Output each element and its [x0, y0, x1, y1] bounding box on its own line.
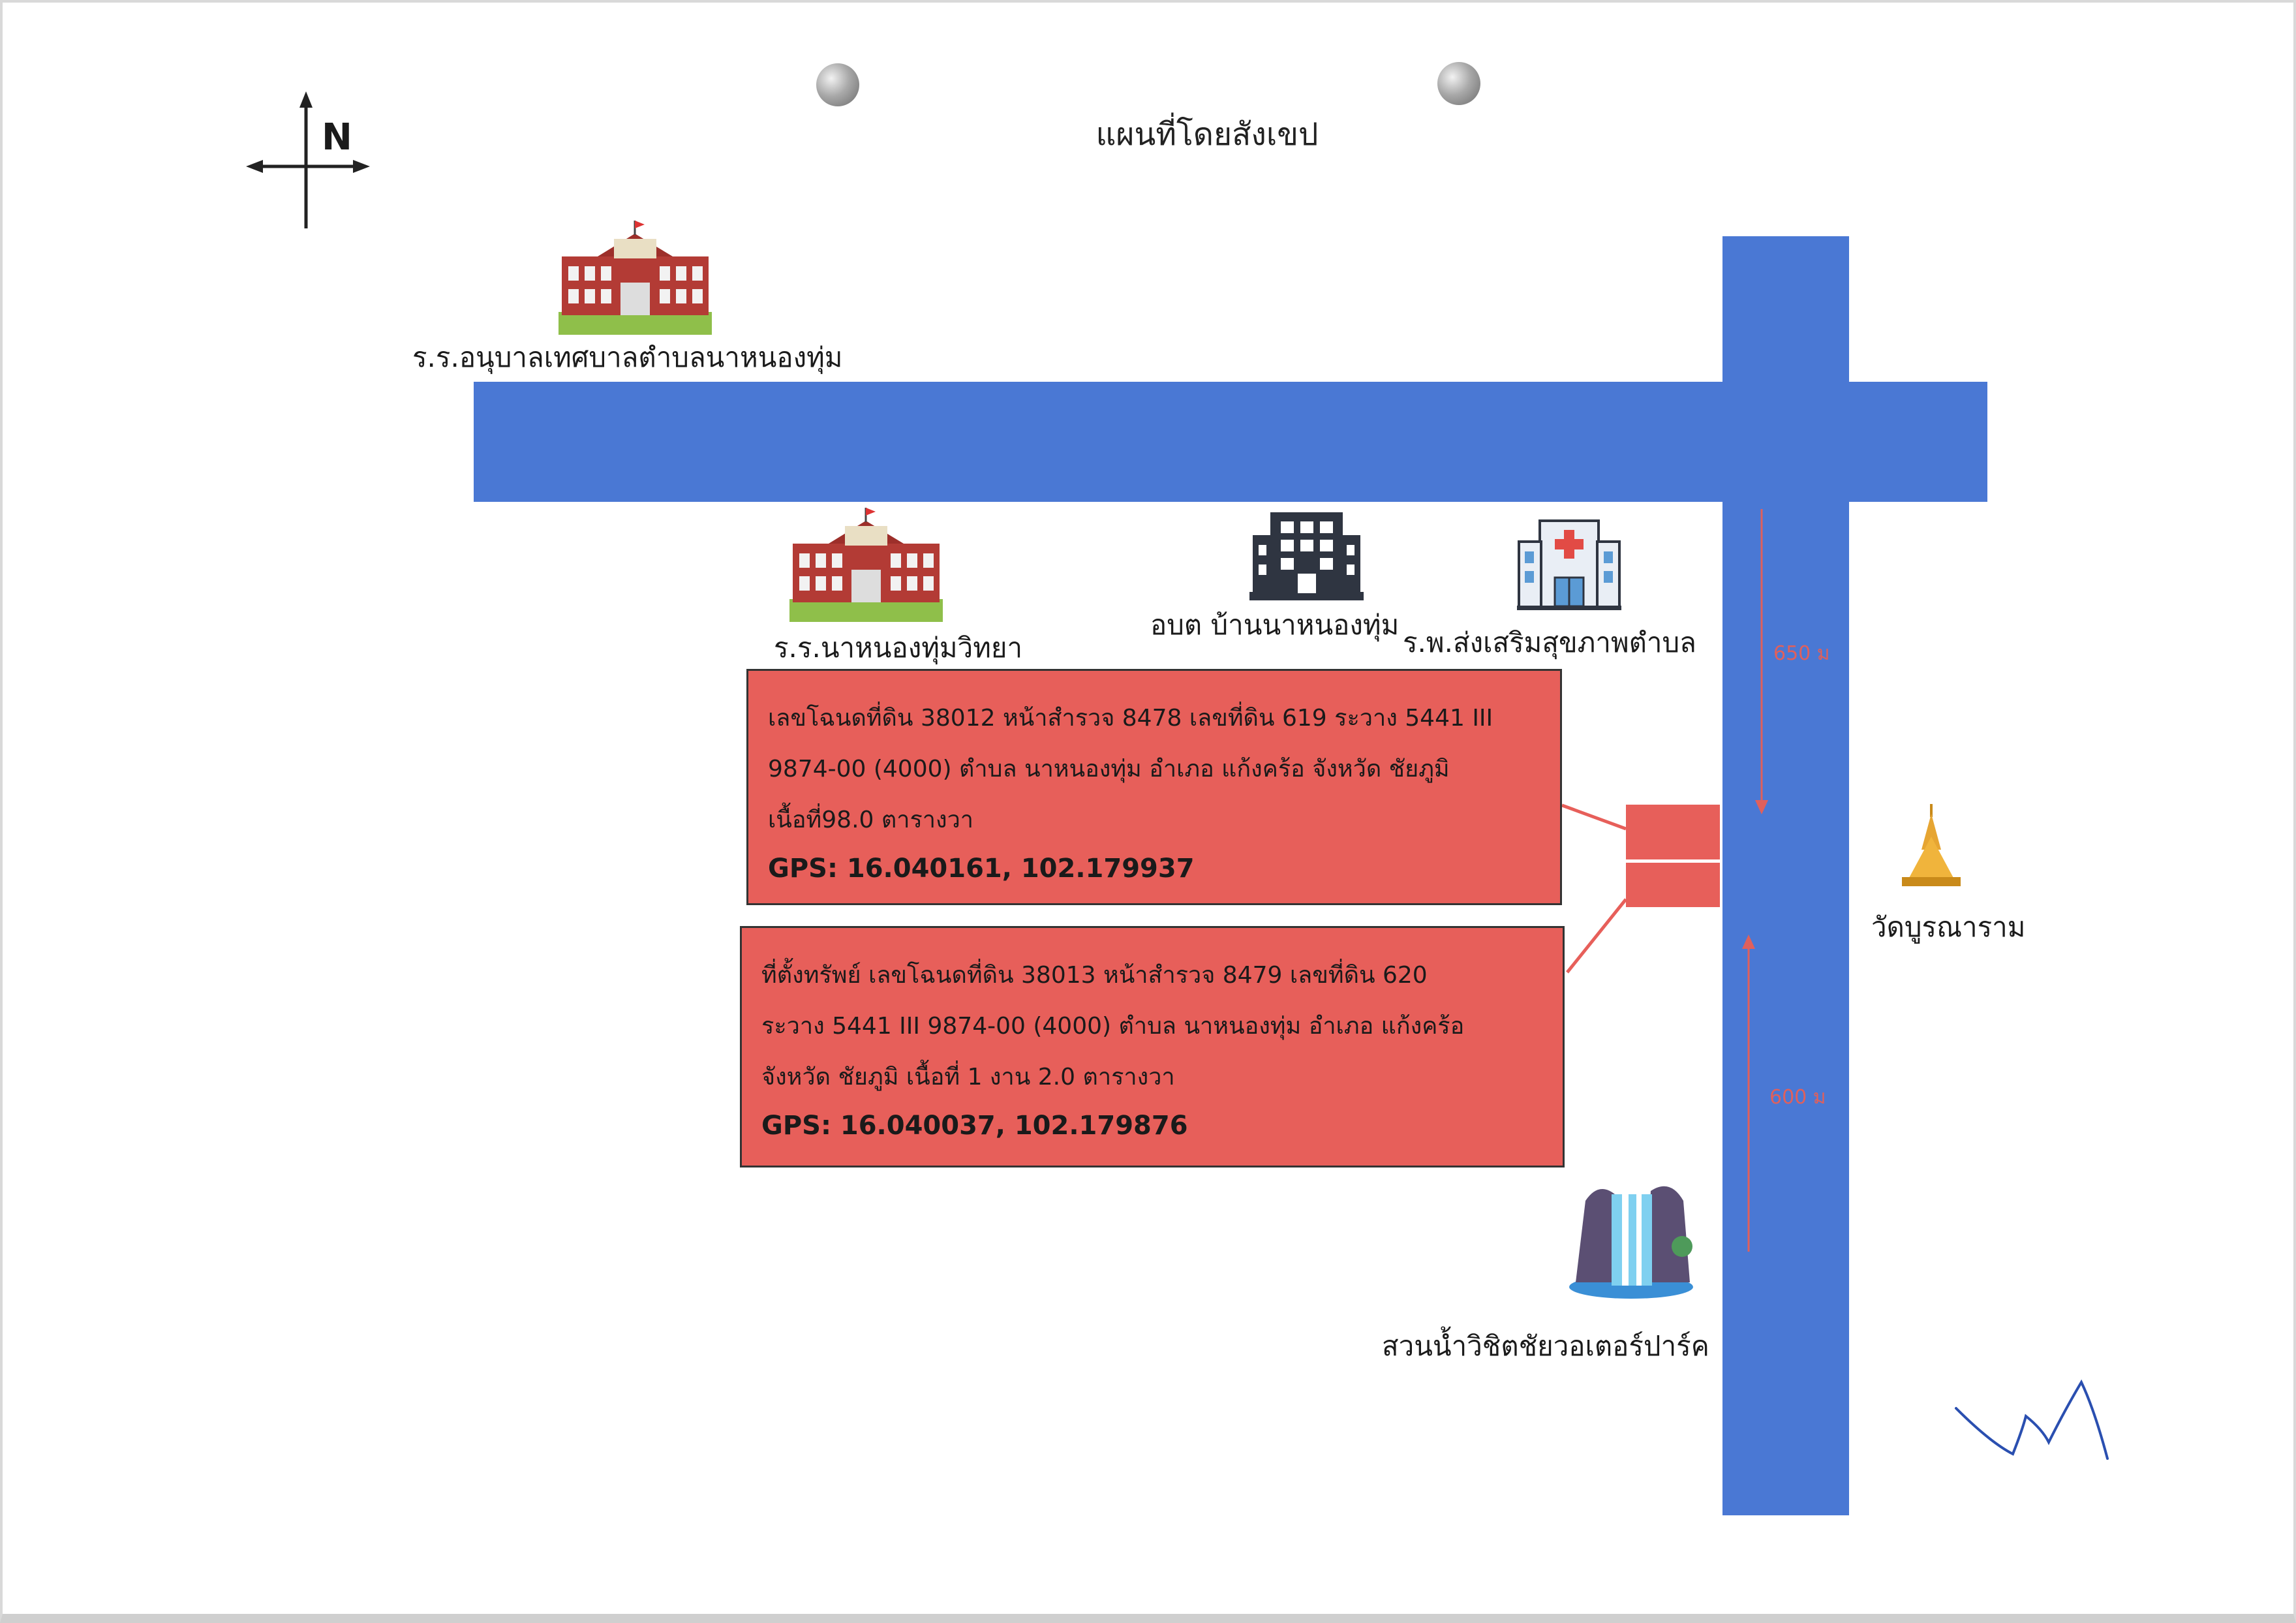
distance-label-north: 650 ม	[1773, 642, 1830, 665]
landmark-kindergarten: ร.ร.อนุบาลเทศบาลตำบลนาหนองทุ่ม	[412, 341, 843, 373]
binder-hole-left	[816, 63, 859, 106]
compass-north-label: N	[322, 116, 352, 159]
hospital-icon	[1517, 519, 1621, 610]
parcel-1-line-3: เนื้อที่98.0 ตารางวา	[768, 807, 974, 833]
vertical-road	[1722, 236, 1849, 1515]
distance-arrow-south	[1742, 935, 1755, 1252]
parcel-2-line-3: จังหวัด ชัยภูมิ เนื้อที่ 1 งาน 2.0 ตาราง…	[761, 1064, 1175, 1090]
parcel-1-line-2: 9874-00 (4000) ตำบล นาหนองทุ่ม อำเภอ แก้…	[768, 756, 1450, 782]
distance-label-south: 600 ม	[1769, 1086, 1826, 1109]
binder-hole-right	[1437, 62, 1480, 105]
school-building-icon	[789, 508, 943, 622]
distance-arrow-north	[1755, 509, 1768, 814]
compass-icon	[246, 91, 370, 228]
signature-mark	[1955, 1379, 2109, 1460]
landmark-school: ร.ร.นาหนองทุ่มวิทยา	[774, 632, 1023, 664]
pagoda-icon	[1902, 804, 1961, 886]
parcel-block-south	[1626, 863, 1720, 907]
waterfall-icon	[1569, 1186, 1693, 1299]
landmark-temple: วัดบูรณาราม	[1871, 911, 2026, 943]
school-building-icon	[559, 221, 712, 335]
office-building-icon	[1249, 512, 1364, 600]
map-title: แผนที่โดยสังเขป	[1095, 116, 1319, 153]
landmark-waterpark: สวนน้ำวิชิตชัยวอเตอร์ปาร์ค	[1382, 1330, 1709, 1362]
parcel-block-north	[1626, 805, 1720, 859]
landmark-hospital: ร.พ.ส่งเสริมสุขภาพตำบล	[1403, 626, 1696, 658]
parcel-1-info-box: เลขโฉนดที่ดิน 38012 หน้าสำรวจ 8478 เลขที…	[746, 669, 1562, 905]
callout-connectors	[1561, 803, 1627, 974]
parcel-2-line-1: ที่ตั้งทรัพย์ เลขโฉนดที่ดิน 38013 หน้าสำ…	[761, 962, 1428, 989]
parcel-1-line-1: เลขโฉนดที่ดิน 38012 หน้าสำรวจ 8478 เลขที…	[768, 705, 1493, 732]
parcel-2-info-box: ที่ตั้งทรัพย์ เลขโฉนดที่ดิน 38013 หน้าสำ…	[740, 926, 1565, 1167]
parcel-2-line-2: ระวาง 5441 III 9874-00 (4000) ตำบล นาหนอ…	[761, 1013, 1465, 1040]
parcel-2-gps: GPS: 16.040037, 102.179876	[761, 1111, 1188, 1141]
parcel-1-gps: GPS: 16.040161, 102.179937	[768, 854, 1195, 884]
landmark-sao: อบต บ้านนาหนองทุ่ม	[1150, 609, 1400, 641]
